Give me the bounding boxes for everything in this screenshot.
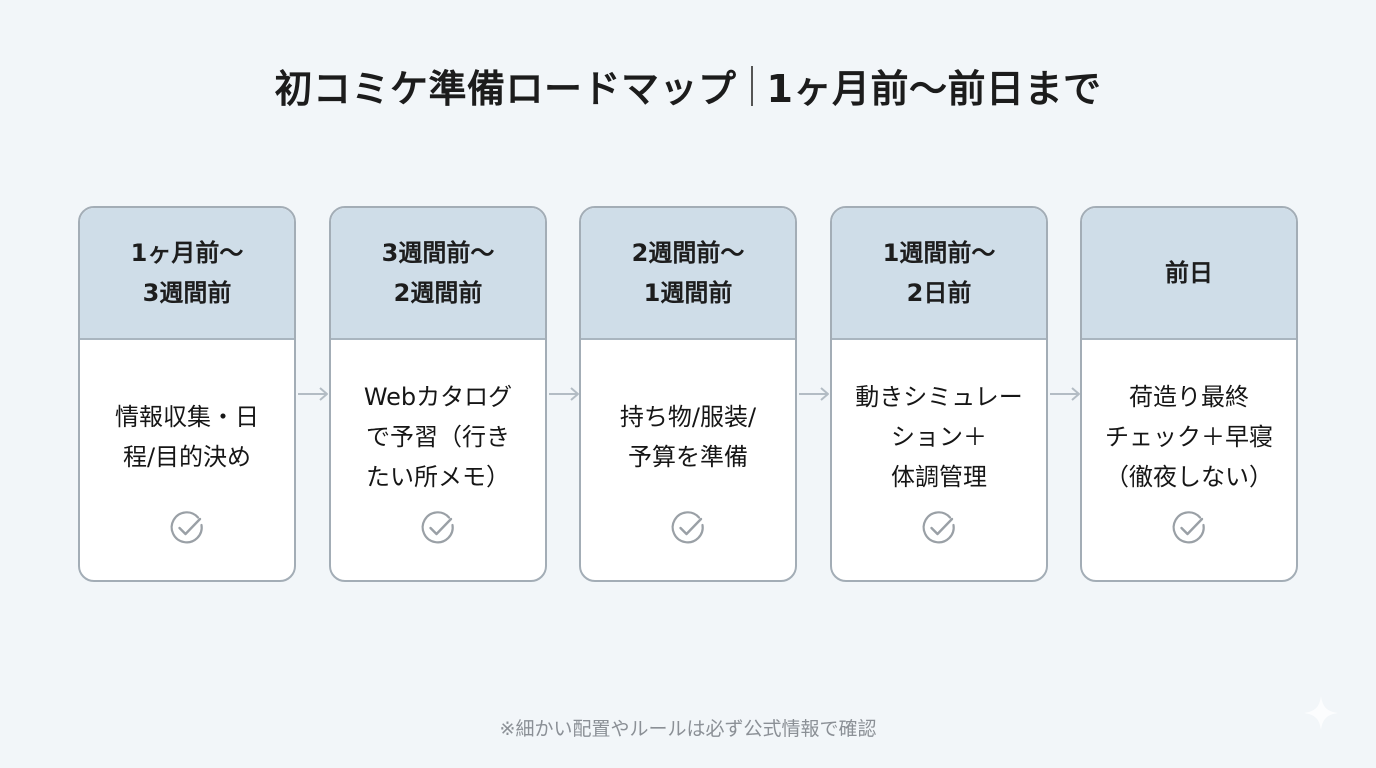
step-period: 前日	[1082, 208, 1296, 340]
step-period: 2週間前〜 1週間前	[581, 208, 795, 340]
roadmap-step-2: 3週間前〜 2週間前 Webカタログ で予習（行き たい所メモ）	[329, 206, 547, 582]
page-title: 初コミケ準備ロードマップ 1ヶ月前〜前日まで	[0, 58, 1376, 113]
title-main: 初コミケ準備ロードマップ	[274, 67, 737, 111]
period-line: 2日前	[906, 279, 972, 307]
step-period: 1ヶ月前〜 3週間前	[80, 208, 294, 340]
step-task: 荷造り最終 チェック＋早寝 （徹夜しない）	[1090, 372, 1288, 502]
task-line: チェック＋早寝	[1105, 423, 1273, 451]
step-period: 3週間前〜 2週間前	[331, 208, 545, 340]
task-line: ション＋	[891, 423, 987, 451]
step-body: Webカタログ で予習（行き たい所メモ）	[331, 340, 545, 580]
step-body: 情報収集・日 程/目的決め	[80, 340, 294, 580]
roadmap-step-5: 前日 荷造り最終 チェック＋早寝 （徹夜しない）	[1080, 206, 1298, 582]
roadmap-step-4: 1週間前〜 2日前 動きシミュレー ション＋ 体調管理	[830, 206, 1048, 582]
period-line: 3週間前〜	[381, 239, 495, 267]
task-line: Webカタログ	[363, 383, 513, 411]
period-line: 前日	[1165, 259, 1213, 287]
arrow-right-icon	[549, 387, 579, 401]
task-line: 体調管理	[891, 463, 987, 491]
task-line: 程/目的決め	[122, 443, 252, 471]
period-line: 1週間前〜	[882, 239, 996, 267]
task-line: 情報収集・日	[115, 403, 259, 431]
task-line: 持ち物/服装/	[619, 403, 757, 431]
title-sub: 1ヶ月前〜前日まで	[766, 67, 1102, 111]
period-line: 3週間前	[142, 279, 232, 307]
sparkle-icon	[1304, 696, 1338, 730]
period-line: 1ヶ月前〜	[130, 239, 244, 267]
step-body: 動きシミュレー ション＋ 体調管理	[832, 340, 1046, 580]
task-line: で予習（行き	[366, 423, 510, 451]
step-task: 動きシミュレー ション＋ 体調管理	[840, 372, 1038, 502]
title-divider	[750, 65, 753, 106]
arrow-right-icon	[298, 387, 328, 401]
arrow-right-icon	[799, 387, 829, 401]
arrow-right-icon	[1050, 387, 1080, 401]
task-line: 荷造り最終	[1129, 383, 1249, 411]
roadmap-flow: 1ヶ月前〜 3週間前 情報収集・日 程/目的決め 3週間前〜 2週間前 Webカ…	[78, 206, 1298, 582]
step-task: 持ち物/服装/ 予算を準備	[589, 372, 787, 502]
disclaimer-note: ※細かい配置やルールは必ず公式情報で確認	[499, 718, 877, 740]
step-task: Webカタログ で予習（行き たい所メモ）	[339, 372, 537, 502]
check-circle-icon	[170, 511, 203, 544]
period-line: 2週間前	[393, 279, 483, 307]
task-line: 予算を準備	[628, 443, 748, 471]
step-body: 持ち物/服装/ 予算を準備	[581, 340, 795, 580]
check-circle-icon	[421, 511, 454, 544]
period-line: 1週間前	[643, 279, 733, 307]
period-line: 2週間前〜	[631, 239, 745, 267]
check-circle-icon	[1172, 511, 1205, 544]
roadmap-step-1: 1ヶ月前〜 3週間前 情報収集・日 程/目的決め	[78, 206, 296, 582]
task-line: （徹夜しない）	[1105, 463, 1273, 491]
step-body: 荷造り最終 チェック＋早寝 （徹夜しない）	[1082, 340, 1296, 580]
check-circle-icon	[922, 511, 955, 544]
step-period: 1週間前〜 2日前	[832, 208, 1046, 340]
task-line: 動きシミュレー	[855, 383, 1023, 411]
roadmap-step-3: 2週間前〜 1週間前 持ち物/服装/ 予算を準備	[579, 206, 797, 582]
check-circle-icon	[671, 511, 704, 544]
step-task: 情報収集・日 程/目的決め	[88, 372, 286, 502]
task-line: たい所メモ）	[366, 463, 510, 491]
